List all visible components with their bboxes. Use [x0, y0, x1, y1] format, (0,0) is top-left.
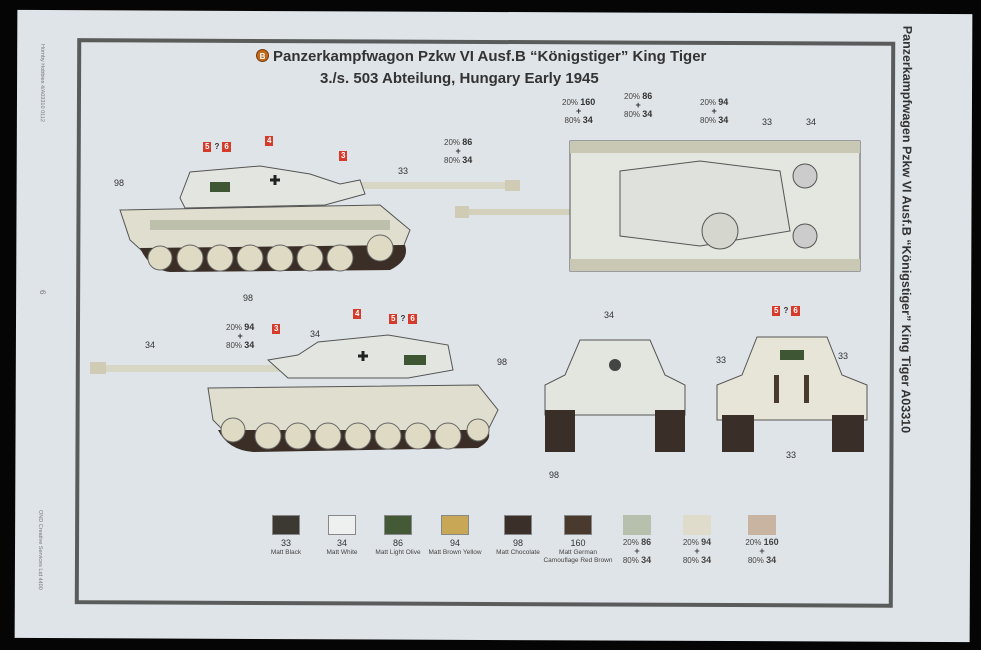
- callout-mantlet-mix: 20% 94+80% 34: [226, 322, 255, 351]
- callout-barrel-mix: 20% 86+80% 34: [444, 137, 473, 166]
- page-subtitle: 3./s. 503 Abteilung, Hungary Early 1945: [320, 70, 599, 87]
- callout-top-34: 34: [806, 117, 817, 127]
- decal-5-or-6: 5?6: [772, 306, 800, 316]
- callout-rear-bottom: 33: [786, 450, 797, 460]
- callout-turret: 34: [310, 329, 321, 339]
- sheet-side-title: Panzerkampfwagen Pzkw VI Ausf.B “Königst…: [898, 25, 915, 434]
- decal-3: 3: [339, 151, 348, 161]
- mix-swatch: 20% 160+80% 34: [722, 515, 802, 565]
- tank-side-view-left: [119, 165, 520, 272]
- page-number: 6: [38, 290, 48, 295]
- callout-top-33: 33: [762, 117, 773, 127]
- callout-rear-right: 33: [838, 351, 849, 361]
- callout-exhaust: 98: [114, 178, 125, 188]
- decal-4: 4: [265, 136, 274, 146]
- callout-tracks: 98: [243, 293, 254, 303]
- callout-top-mix-1: 20% 160+80% 34: [562, 97, 596, 126]
- callout-tow-cable: 33: [398, 166, 409, 176]
- mix-swatch: 20% 86+80% 34: [597, 515, 677, 565]
- decal-4: 4: [353, 309, 362, 319]
- decal-5-or-6: 5?6: [203, 142, 231, 152]
- decal-5-or-6: 5?6: [389, 314, 417, 324]
- mix-swatch: 20% 94+80% 34: [657, 515, 737, 565]
- callout-barrel: 34: [145, 340, 156, 350]
- product-code: Hornby Hobbies 4/A03310 0112: [38, 44, 46, 122]
- tank-side-view-right: [90, 334, 499, 452]
- credit-text: OND Creative Services Ltd 4400: [36, 510, 44, 590]
- tank-rear-view: [716, 336, 868, 452]
- callout-front-tracks: 98: [549, 470, 560, 480]
- callout-front-turret: 34: [604, 310, 615, 320]
- callout-top-mix-3: 20% 94+80% 34: [700, 97, 729, 126]
- callout-top-mix-2: 20% 86+80% 34: [624, 91, 653, 120]
- tank-top-view: [455, 140, 861, 272]
- tank-front-view: [544, 339, 686, 452]
- callout-rear-left: 33: [716, 355, 727, 365]
- decal-3: 3: [272, 324, 281, 334]
- callout-exhaust-right: 98: [497, 357, 508, 367]
- scheme-badge: B: [256, 49, 269, 62]
